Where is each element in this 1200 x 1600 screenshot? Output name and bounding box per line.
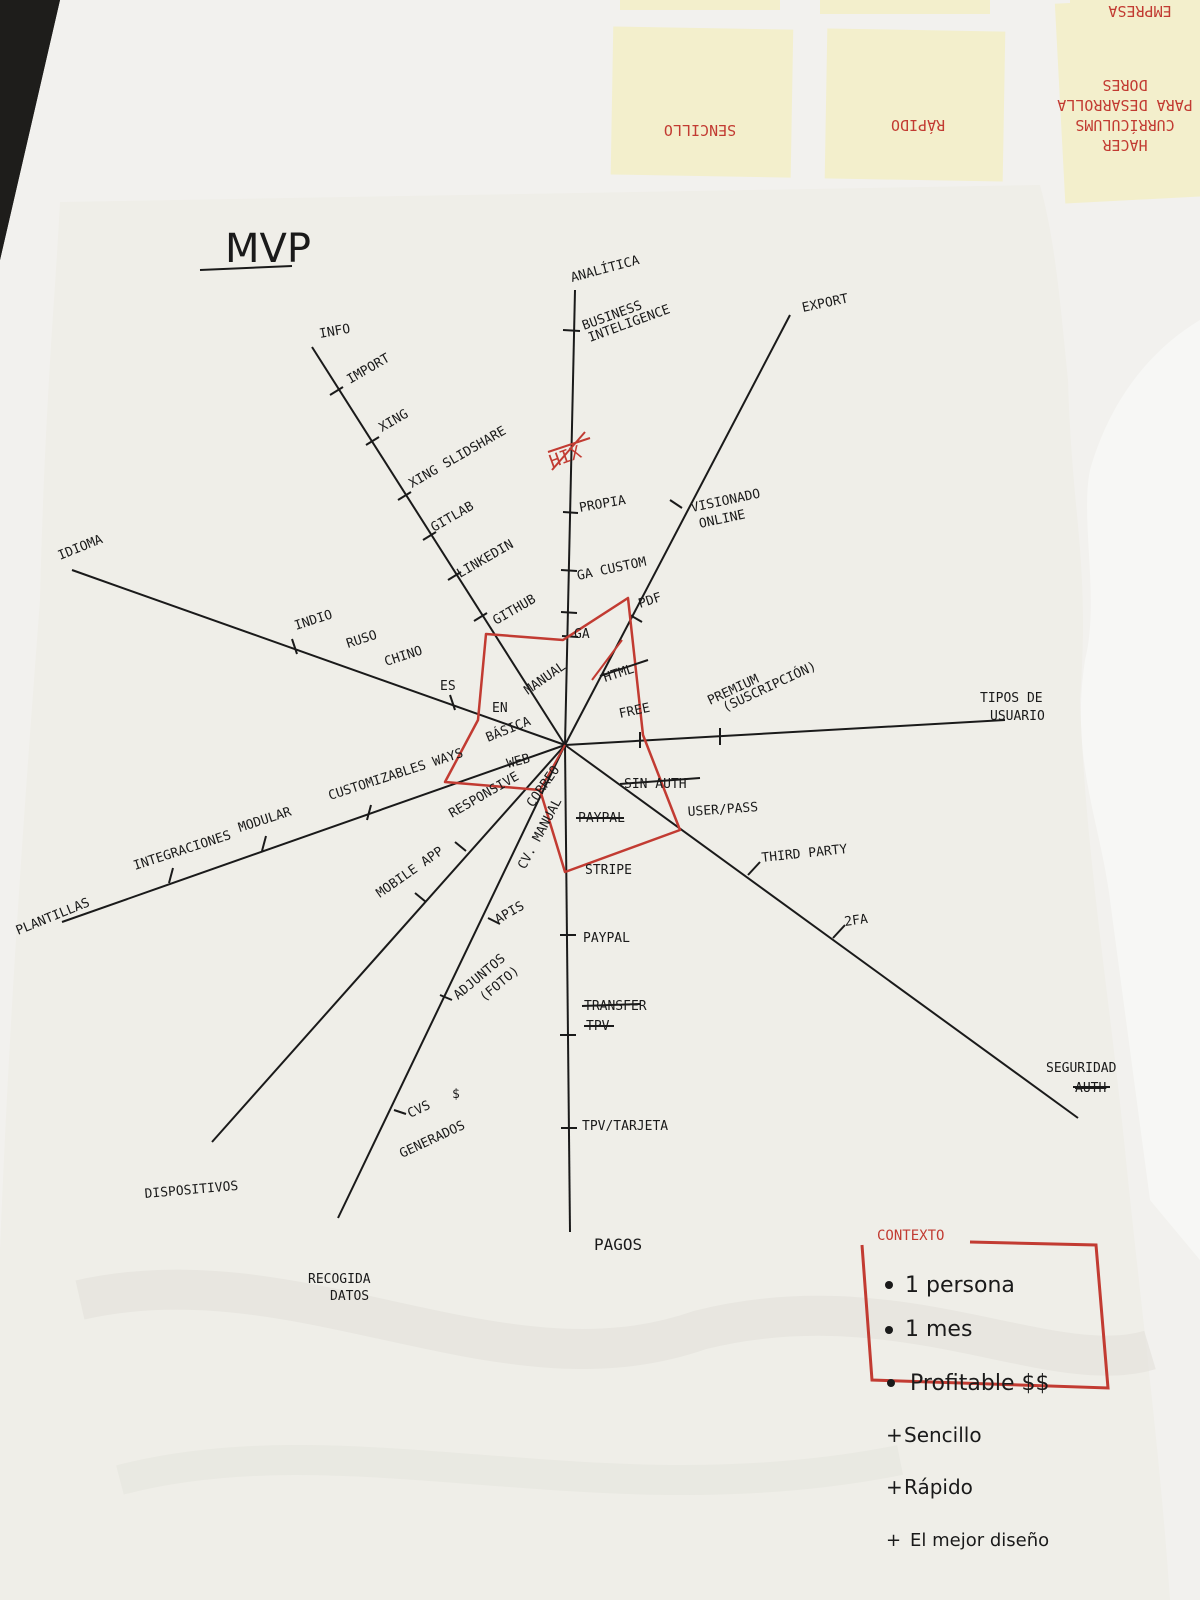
extra-bullet-3: + bbox=[886, 1530, 901, 1551]
tick-ga: GA bbox=[574, 627, 590, 642]
sticky-note-left-text: SENCILLO bbox=[664, 121, 736, 139]
axis-line-analitica bbox=[564, 289, 576, 746]
context-item-3: Profitable $$ bbox=[910, 1371, 1049, 1396]
tick-web: WEB bbox=[505, 751, 532, 772]
sticky-note-top-text: EMPRESA bbox=[1108, 2, 1171, 20]
extra-item-2: Rápido bbox=[904, 1475, 973, 1499]
axis-line-pagos bbox=[564, 744, 571, 1233]
html-red-mark bbox=[591, 639, 623, 681]
poster-title: MVP bbox=[225, 226, 311, 272]
axis-line-export bbox=[564, 314, 791, 746]
axis-line-dispositivos bbox=[211, 744, 566, 1143]
tick-stripe: STRIPE bbox=[585, 863, 632, 878]
radar-axes bbox=[61, 289, 1079, 1233]
axis-line-seguridad bbox=[564, 744, 1079, 1119]
dark-corner bbox=[0, 0, 60, 260]
sin-auth-strike bbox=[619, 777, 701, 785]
tick-dollar: $ bbox=[452, 1087, 460, 1102]
sticky-note-edge bbox=[820, 0, 990, 14]
radar-ticks bbox=[168, 329, 846, 1129]
axis-line-info bbox=[311, 346, 566, 746]
axis-line-recogida bbox=[337, 744, 566, 1219]
axis-line-tipos bbox=[564, 719, 1006, 746]
tick-en: EN bbox=[492, 701, 508, 716]
paper-wrinkle bbox=[75, 1269, 1156, 1376]
hix-cross bbox=[547, 431, 591, 471]
tick-transfer: TRANSFER bbox=[584, 999, 647, 1014]
context-bullet-2 bbox=[885, 1326, 893, 1334]
mvp-selection-polygon bbox=[443, 596, 682, 874]
sticky-note-right-line-2: CURRÍCULUMS bbox=[1075, 116, 1174, 135]
axis-name-recogida: RECOGIDA bbox=[308, 1272, 371, 1287]
poster-paper bbox=[0, 185, 1170, 1600]
tick-pdf: PDF bbox=[637, 590, 664, 612]
axis-name-seguridad-struck: AUTH bbox=[1075, 1081, 1106, 1096]
extra-bullet-2: + bbox=[886, 1475, 903, 1499]
context-box: CONTEXTO 1 persona 1 mes Profitable $$ bbox=[860, 1228, 1110, 1396]
axis-line-idioma bbox=[71, 569, 566, 746]
torn-paper-right bbox=[1080, 320, 1200, 1260]
sticky-note-middle: RÁPIDO bbox=[824, 28, 1006, 182]
sticky-note-right-line-1: HACER bbox=[1101, 136, 1147, 154]
sticky-note-right-line-3: PARA DESARROLLA bbox=[1057, 96, 1192, 114]
tick-es: ES bbox=[440, 679, 456, 694]
context-item-2: 1 mes bbox=[905, 1317, 972, 1342]
context-bullet-3 bbox=[887, 1379, 895, 1387]
paper-wrinkle-2 bbox=[116, 1445, 903, 1495]
sticky-note-top: EMPRESA bbox=[1070, 0, 1200, 30]
tick-2fa: 2FA bbox=[843, 912, 869, 930]
sticky-note-middle-text: RÁPIDO bbox=[891, 116, 945, 135]
axis-name-tipos: TIPOS DE bbox=[980, 691, 1043, 706]
axis-name-recogida-2: DATOS bbox=[330, 1289, 369, 1304]
extra-item-1: Sencillo bbox=[904, 1423, 982, 1447]
extra-item-3: El mejor diseño bbox=[910, 1530, 1049, 1551]
transfer-strike bbox=[581, 1003, 641, 1007]
mvp-selection-spoke bbox=[539, 744, 566, 791]
tick-tpv-tarjeta: TPV/TARJETA bbox=[582, 1119, 668, 1134]
axis-name-pagos: PAGOS bbox=[594, 1235, 642, 1254]
axis-line-plantillas bbox=[61, 744, 566, 923]
sticky-note-right-line-4: DORES bbox=[1102, 76, 1147, 94]
context-bullet-1 bbox=[885, 1281, 893, 1289]
html-strike bbox=[599, 659, 649, 677]
extra-bullet-1: + bbox=[886, 1423, 903, 1447]
axis-name-info: INFO bbox=[318, 322, 352, 342]
tick-user-pass: USER/PASS bbox=[687, 800, 758, 820]
sticky-note-edge-2 bbox=[620, 0, 780, 10]
tick-paypal: PAYPAL bbox=[583, 931, 630, 946]
context-title: CONTEXTO bbox=[877, 1228, 944, 1244]
sticky-note-right: HACER CURRÍCULUMS PARA DESARROLLA DORES bbox=[1054, 0, 1200, 204]
context-box-border bbox=[860, 1240, 1110, 1390]
axis-name-seguridad: SEGURIDAD bbox=[1046, 1061, 1117, 1076]
title-underline bbox=[199, 265, 293, 271]
tick-free: FREE bbox=[618, 701, 652, 722]
sticky-note-left: SENCILLO bbox=[610, 26, 794, 178]
context-item-1: 1 persona bbox=[905, 1273, 1015, 1298]
extras-list: + Sencillo + Rápido + El mejor diseño bbox=[886, 1423, 1049, 1551]
axis-name-tipos-2: USUARIO bbox=[990, 709, 1045, 724]
